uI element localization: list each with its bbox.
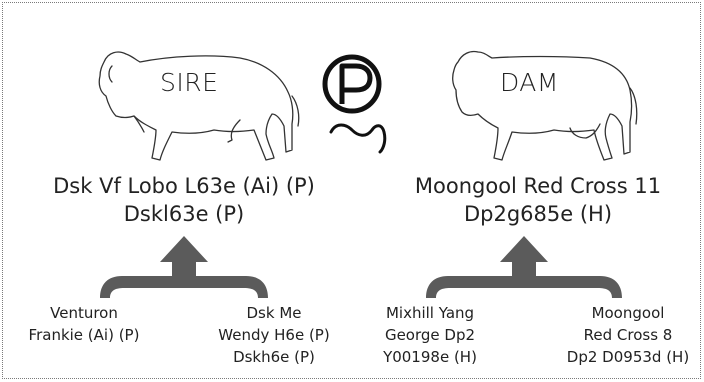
gp-line: George Dp2 bbox=[384, 326, 476, 344]
bull-outline-icon bbox=[98, 51, 300, 161]
gp-line: Wendy H6e (P) bbox=[218, 326, 330, 344]
gp-line: Dsk Me bbox=[246, 304, 302, 322]
gp-line: Red Cross 8 bbox=[583, 326, 673, 344]
dam-name-line: Moongool Red Cross 11 bbox=[414, 174, 662, 198]
gp-line: Moongool bbox=[591, 304, 665, 322]
upward-brace-arrow-icon bbox=[100, 236, 268, 298]
sire-label: SIRE bbox=[160, 68, 219, 97]
gp-line: Mixhill Yang bbox=[385, 304, 475, 322]
gp-line: Venturon bbox=[50, 304, 118, 322]
sire-name-line: Dsk Vf Lobo L63e (Ai) (P) bbox=[53, 174, 315, 198]
gp-line: Dskh6e (P) bbox=[233, 348, 315, 366]
gp-line: Frankie (Ai) (P) bbox=[28, 326, 140, 344]
cow-outline-icon bbox=[452, 50, 638, 161]
sire-name: Dsk Vf Lobo L63e (Ai) (P) Dskl63e (P) bbox=[44, 172, 324, 228]
gp-line: Dp2 D0953d (H) bbox=[566, 348, 690, 366]
sire-grandsire: Venturon Frankie (Ai) (P) bbox=[14, 302, 154, 346]
dam-id-line: Dp2g685e (H) bbox=[463, 202, 613, 226]
dam-name: Moongool Red Cross 11 Dp2g685e (H) bbox=[396, 172, 680, 228]
polled-p-icon bbox=[322, 54, 387, 154]
sire-id-line: Dskl63e (P) bbox=[123, 202, 245, 226]
dam-granddam: Moongool Red Cross 8 Dp2 D0953d (H) bbox=[558, 302, 698, 368]
dam-label: DAM bbox=[500, 68, 559, 97]
pedigree-frame bbox=[2, 2, 701, 379]
upward-brace-arrow-icon bbox=[426, 236, 622, 298]
sire-granddam: Dsk Me Wendy H6e (P) Dskh6e (P) bbox=[206, 302, 342, 368]
dam-grandsire: Mixhill Yang George Dp2 Y00198e (H) bbox=[368, 302, 492, 368]
gp-line: Y00198e (H) bbox=[383, 348, 477, 366]
